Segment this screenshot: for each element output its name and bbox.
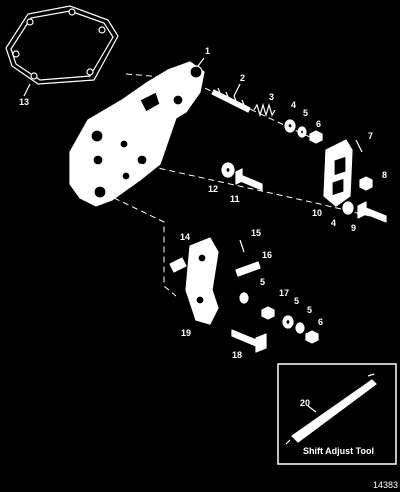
callout-4a: 4: [291, 100, 297, 110]
washer-4-lower: [342, 201, 354, 215]
callout-6b: 6: [318, 317, 324, 327]
shift-adjust-tool-20: [291, 379, 377, 443]
spring-3: [253, 102, 276, 118]
axis-middle: [139, 163, 371, 217]
washer-nut-stack-upper: [284, 119, 323, 144]
callout-11: 11: [230, 194, 240, 204]
callout-1: 1: [205, 46, 211, 56]
callout-17: 17: [279, 288, 290, 298]
clip-14: [169, 257, 187, 273]
inset-caption: Shift Adjust Tool: [303, 446, 374, 456]
callout-7: 7: [368, 131, 374, 141]
leader-13: [23, 83, 31, 97]
callout-4b: 4: [331, 218, 337, 228]
inset-box: [277, 363, 397, 465]
bolt-9: [357, 201, 387, 223]
bolt-18: [231, 329, 267, 353]
lower-lever-19: [185, 237, 219, 325]
leader-1: [197, 57, 205, 67]
leader-20: [307, 405, 317, 413]
callout-6a: 6: [316, 119, 322, 129]
pin-16: [235, 261, 261, 277]
callout-8: 8: [382, 170, 388, 180]
washer-nut-stack-lower: [282, 315, 319, 344]
callout-5a: 5: [303, 108, 309, 118]
callout-12: 12: [208, 184, 219, 194]
callout-13: 13: [19, 97, 30, 107]
axis-lower: [113, 197, 177, 297]
callout-20: 20: [300, 398, 311, 408]
callout-15: 15: [251, 228, 262, 238]
callout-19: 19: [181, 328, 192, 338]
figure-number: 14383: [372, 480, 398, 490]
shift-cam-10: [323, 139, 353, 207]
axis-gasket: [125, 73, 177, 79]
callout-14: 14: [180, 232, 191, 242]
stud-2: [211, 87, 251, 113]
nut-8: [359, 176, 373, 191]
gasket-plate-13: [5, 5, 119, 85]
bolt-11-washer-12: [221, 162, 263, 191]
callout-16: 16: [262, 250, 273, 260]
axis-upper: [195, 83, 313, 139]
callout-10: 10: [312, 208, 323, 218]
callout-9: 9: [351, 223, 357, 233]
stud-17: [261, 306, 275, 320]
pin-15: [239, 239, 245, 253]
callout-18: 18: [232, 350, 243, 360]
callout-5b: 5: [260, 277, 266, 287]
washer-5-a: [239, 292, 249, 304]
pin-7: [355, 139, 363, 153]
callout-3: 3: [269, 92, 275, 102]
leader-2: [233, 83, 241, 97]
callout-2: 2: [240, 73, 246, 83]
shift-bracket: [69, 61, 205, 207]
callout-5c: 5: [294, 296, 300, 306]
callout-5d: 5: [307, 305, 313, 315]
